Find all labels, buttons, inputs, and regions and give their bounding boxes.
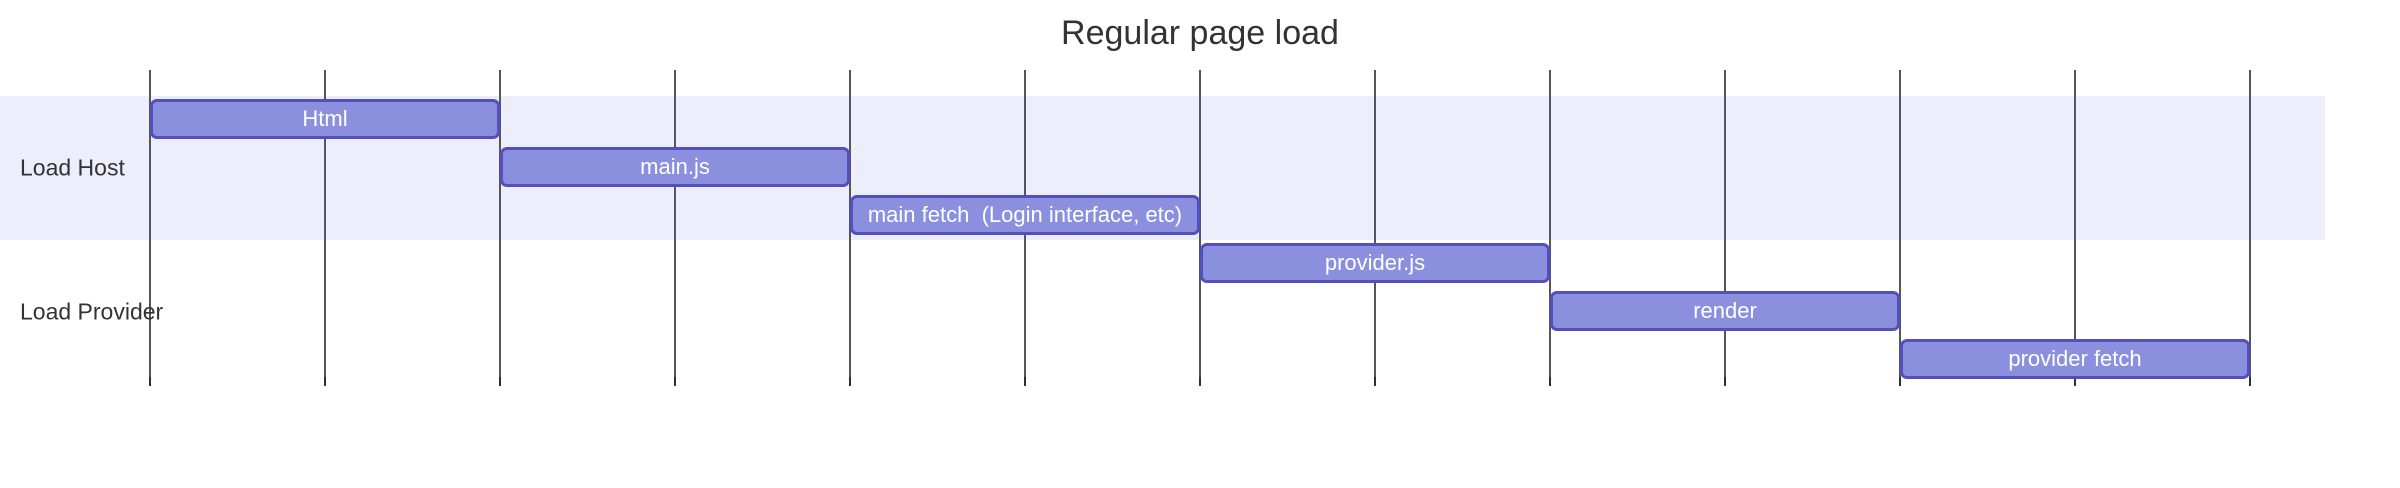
- task-bar: render: [1550, 291, 1900, 331]
- grid-line: [1724, 70, 1726, 386]
- grid-tick: [1899, 377, 1901, 386]
- grid-line: [1374, 70, 1376, 386]
- task-bar: main.js: [500, 147, 850, 187]
- task-bar: main fetch (Login interface, etc): [850, 195, 1200, 235]
- grid-tick: [1374, 377, 1376, 386]
- chart-title: Regular page load: [1061, 14, 1339, 52]
- section-label: Load Provider: [20, 298, 164, 325]
- grid-tick: [2249, 377, 2251, 386]
- task-label: provider fetch: [2008, 346, 2142, 371]
- task-bar: provider fetch: [1900, 339, 2250, 379]
- grid-line: [1549, 70, 1551, 386]
- grid-line: [1199, 70, 1201, 386]
- task-label: Html: [302, 106, 348, 131]
- grid-tick: [1199, 377, 1201, 386]
- grid-line: [149, 70, 151, 386]
- grid-line: [2249, 70, 2251, 386]
- grid-tick: [149, 377, 151, 386]
- grid-line: [674, 70, 676, 386]
- grid-tick: [1024, 377, 1026, 386]
- task-label: provider.js: [1324, 250, 1426, 275]
- task-label: main.js: [640, 154, 710, 179]
- grid-tick: [1549, 377, 1551, 386]
- grid-tick: [2074, 377, 2076, 386]
- grid-tick: [324, 377, 326, 386]
- task-bar: provider.js: [1200, 243, 1550, 283]
- grid-tick: [499, 377, 501, 386]
- task-label: main fetch (Login interface, etc): [867, 202, 1183, 227]
- grid-line: [1899, 70, 1901, 386]
- grid-line: [2074, 70, 2076, 386]
- task-label: render: [1693, 298, 1757, 323]
- grid-tick: [1724, 377, 1726, 386]
- grid-tick: [849, 377, 851, 386]
- grid-line: [324, 70, 326, 386]
- grid-line: [499, 70, 501, 386]
- section-label: Load Host: [20, 154, 125, 181]
- task-bar: Html: [150, 99, 500, 139]
- grid-tick: [674, 377, 676, 386]
